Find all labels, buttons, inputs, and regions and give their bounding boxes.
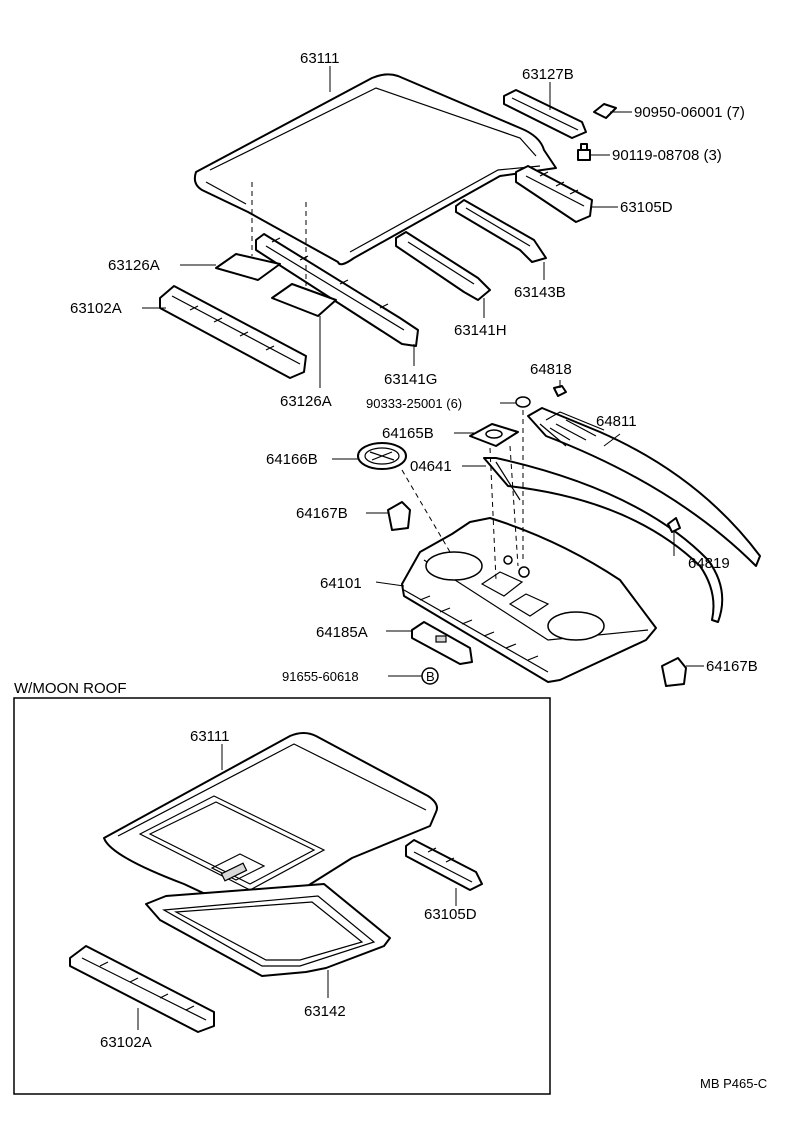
label-91655-60618: 91655-60618: [282, 669, 359, 684]
label-63111-top: 63111: [300, 50, 340, 67]
label-64185A: 64185A: [316, 624, 368, 641]
leader-lines: [142, 66, 704, 677]
label-64166B: 64166B: [266, 451, 318, 468]
moonroof-front-header-63102A: [69, 945, 215, 1033]
cover-64165B: [469, 423, 519, 447]
plug-90333-25001: [515, 396, 531, 408]
roof-bow-63141G: [255, 233, 419, 347]
label-63111-moonroof: 63111: [190, 728, 230, 745]
label-90119-08708: 90119-08708 (3): [612, 147, 722, 164]
roof-rail-63105D: [515, 165, 593, 223]
pad-63126A-a: [215, 253, 281, 281]
label-63141G: 63141G: [384, 371, 437, 388]
speaker-cover-64166B: [357, 442, 407, 470]
clip-90950-06001: [593, 103, 617, 119]
moonroof-roof-panel-63111: [103, 732, 438, 918]
label-63142: 63142: [304, 1003, 346, 1020]
label-64101: 64101: [320, 575, 362, 592]
label-04641: 04641: [410, 458, 452, 475]
label-64818: 64818: [530, 361, 572, 378]
moonroof-title: W/MOON ROOF: [14, 680, 127, 697]
back-window-glass-64811: [527, 407, 761, 567]
label-64167B-a: 64167B: [296, 505, 348, 522]
label-63105D-moonroof: 63105D: [424, 906, 477, 923]
roof-panel-63111: [193, 73, 557, 266]
label-63127B: 63127B: [522, 66, 574, 83]
label-63143B: 63143B: [514, 284, 566, 301]
label-90950-06001: 90950-06001 (7): [634, 104, 745, 121]
label-63141H: 63141H: [454, 322, 507, 339]
roof-header-63127B: [503, 89, 587, 139]
label-64167B-b: 64167B: [706, 658, 758, 675]
label-63126A-b: 63126A: [280, 393, 332, 410]
pad-64167B-b: [661, 657, 687, 687]
moonroof-leader-lines: [137, 744, 457, 1030]
moonroof-roof-rail-63105D: [405, 839, 483, 891]
roof-bow-63143B: [455, 199, 547, 263]
label-63105D-top: 63105D: [620, 199, 673, 216]
bracket-64818: [553, 385, 567, 397]
bolt-90119-08708: [577, 143, 591, 161]
label-64811: 64811: [596, 413, 637, 430]
weatherstrip-04641: [483, 457, 724, 623]
label-64819: 64819: [688, 555, 730, 572]
diagram-code: MB P465-C: [700, 1076, 767, 1091]
label-63102A-top: 63102A: [70, 300, 122, 317]
roof-bow-63141H: [395, 231, 491, 301]
label-63102A-moonroof: 63102A: [100, 1034, 152, 1051]
clip-64819: [667, 517, 681, 533]
bracket-64185A: [411, 621, 473, 665]
pad-63126A-b: [271, 283, 337, 317]
label-63126A-a: 63126A: [108, 257, 160, 274]
label-90333-25001: 90333-25001 (6): [366, 396, 462, 411]
pad-64167B-a: [387, 501, 411, 531]
moonroof-housing-63142: [145, 883, 391, 977]
package-tray-64101: [401, 517, 657, 683]
moonroof-inset-frame: [13, 697, 551, 1095]
label-callout-b: B: [426, 669, 435, 684]
label-64165B: 64165B: [382, 425, 434, 442]
